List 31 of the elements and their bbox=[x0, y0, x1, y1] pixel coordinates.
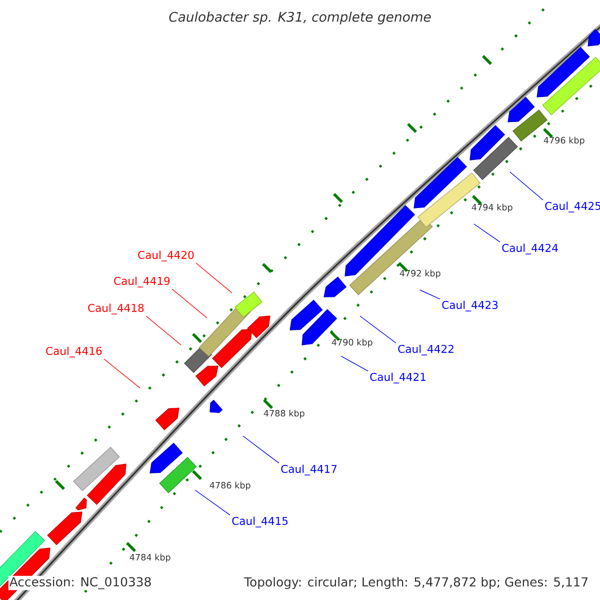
leader-line bbox=[146, 316, 182, 346]
leader-line bbox=[196, 262, 232, 294]
scale-label: 4790 kbp bbox=[332, 338, 372, 348]
leader-line bbox=[420, 290, 440, 300]
gene-label: Caul_4417 bbox=[281, 464, 337, 476]
title: Caulobacter sp. K31, complete genome bbox=[169, 12, 431, 24]
leader-line bbox=[360, 316, 396, 344]
leader-line bbox=[194, 490, 230, 516]
scale-label: 4794 kbp bbox=[472, 204, 512, 212]
footer-text: Accession: NC_010338 bbox=[8, 576, 153, 590]
scale-label: 4788 kbp bbox=[264, 410, 304, 418]
leader-line bbox=[474, 224, 500, 242]
scale-label: 4784 kbp bbox=[130, 554, 170, 562]
leader-line bbox=[510, 172, 544, 200]
leader-line bbox=[242, 436, 280, 464]
scale-label: 4792 kbp bbox=[400, 270, 440, 278]
gene-label: Caul_4421 bbox=[370, 372, 426, 384]
gene-label: Caul_4415 bbox=[232, 516, 288, 528]
gene-label: Caul_4416 bbox=[46, 346, 102, 358]
gene-label: Caul_4422 bbox=[398, 344, 454, 356]
scale-label: 4786 kbp bbox=[210, 482, 250, 490]
footer-text: Topology: circular; Length: 5,477,872 bp; Genes: 5,117 bbox=[243, 576, 590, 590]
scale-label: 4796 kbp bbox=[544, 136, 584, 146]
leader-line bbox=[104, 358, 140, 388]
gene-label: Caul_4423 bbox=[442, 300, 498, 312]
gene-label: Caul_4420 bbox=[138, 250, 194, 262]
gene-label: Caul_4424 bbox=[502, 244, 558, 254]
gene-label: Caul_4418 bbox=[88, 304, 144, 314]
gene-label: Caul_4419 bbox=[114, 276, 170, 288]
leader-line bbox=[340, 356, 368, 372]
leader-line bbox=[172, 288, 208, 318]
